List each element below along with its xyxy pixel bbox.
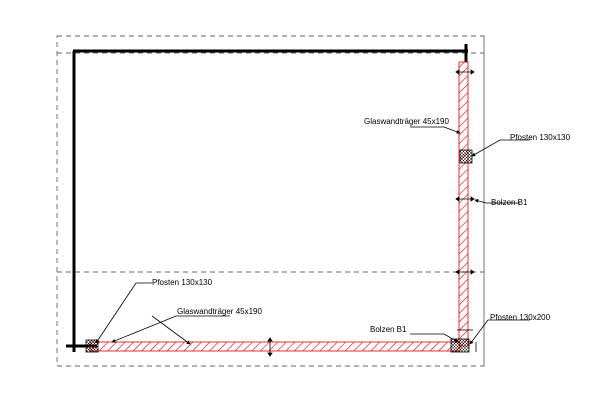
post-corner [450, 338, 470, 353]
bolt-markers [267, 69, 477, 357]
glass-wall-beam-bottom [89, 341, 461, 352]
post-right-mid [459, 149, 473, 164]
post-bottom-left [85, 339, 99, 353]
glass-wall-beam-right [458, 61, 469, 347]
leader-lines [95, 126, 530, 345]
label-bolzen-bottom: Bolzen B1 [370, 325, 407, 334]
label-pfosten-corner: Pfosten 130x200 [490, 313, 551, 322]
label-bolzen-right: Bolzen B1 [491, 198, 528, 207]
label-pfosten-bottom-left: Pfosten 130x130 [152, 278, 213, 287]
label-glaswandtraeger-right: Glaswandträger 45x190 [364, 117, 449, 126]
existing-walls [66, 44, 468, 352]
label-glaswandtraeger-bottom: Glaswandträger 45x190 [177, 307, 262, 316]
dashed-guides [56, 35, 485, 367]
label-pfosten-right-mid: Pfosten 130x130 [510, 133, 571, 142]
